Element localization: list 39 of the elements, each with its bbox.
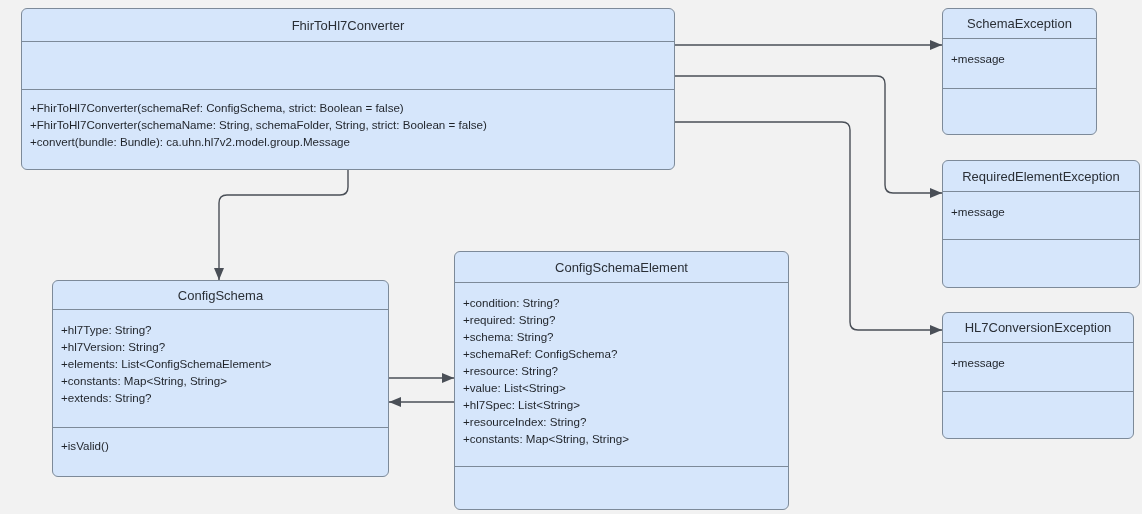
member-text: +value: List<String> [463, 380, 566, 395]
arrow [388, 373, 455, 383]
class-name: ConfigSchema [176, 286, 265, 305]
member-text: +schemaRef: ConfigSchema? [463, 346, 618, 361]
class-box [942, 8, 1097, 135]
member-text: +message [951, 355, 1005, 370]
class-box [942, 312, 1134, 439]
class-name: ConfigSchemaElement [554, 258, 689, 277]
class-name: SchemaException [966, 15, 1073, 33]
arrow [214, 169, 349, 281]
member-text: +elements: List<ConfigSchemaElement> [61, 356, 272, 371]
member-text: +schema: String? [463, 329, 554, 344]
member-text: +resourceIndex: String? [463, 414, 587, 429]
member-text: +message [951, 51, 1005, 66]
class-name: RequiredElementException [961, 167, 1121, 186]
member-text: +convert(bundle: Bundle): ca.uhn.hl7v2.model.group.Message [30, 134, 350, 149]
member-text: +resource: String? [463, 363, 559, 378]
member-text: +condition: String? [463, 295, 560, 310]
member-text: +constants: Map<String, String> [61, 373, 227, 388]
member-text: +FhirToHl7Converter(schemaName: String, schemaFolder, String, strict: Boolean = false) [30, 117, 487, 132]
member-text: +isValid() [61, 438, 109, 453]
class-box [454, 251, 789, 510]
class-name: FhirToHl7Converter [290, 16, 406, 35]
member-text: +message [951, 204, 1005, 219]
arrow [388, 397, 455, 407]
arrow [674, 40, 943, 50]
member-text: +extends: String? [61, 390, 152, 405]
class-name: HL7ConversionException [963, 319, 1113, 337]
member-text: +hl7Type: String? [61, 322, 152, 337]
member-text: +required: String? [463, 312, 556, 327]
arrow [674, 121, 943, 335]
member-text: +hl7Spec: List<String> [463, 397, 580, 412]
class-box [942, 160, 1140, 288]
member-text: +FhirToHl7Converter(schemaRef: ConfigSchema, strict: Boolean = false) [30, 100, 404, 115]
class-box [52, 280, 389, 477]
arrow [674, 75, 943, 198]
member-text: +constants: Map<String, String> [463, 431, 629, 446]
class-box [21, 8, 675, 170]
member-text: +hl7Version: String? [61, 339, 166, 354]
